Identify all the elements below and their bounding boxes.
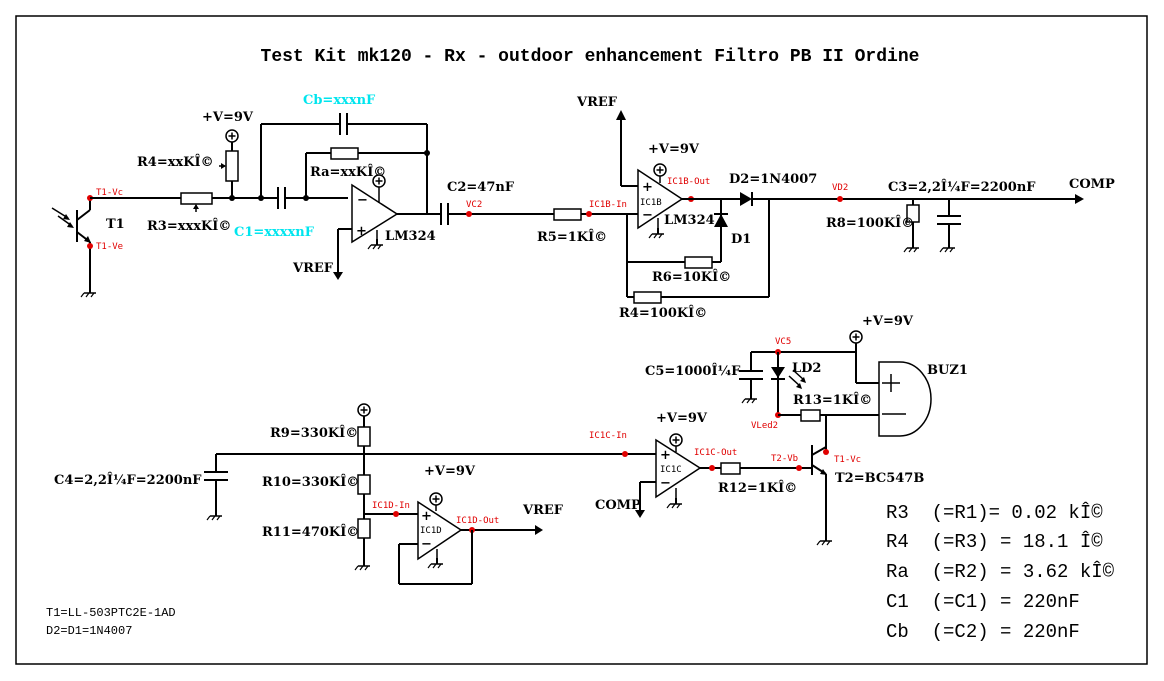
r12-label: R12=1KÎ© xyxy=(718,480,797,496)
net-ic1b-out: IC1B-Out xyxy=(667,177,710,187)
r5-resistor xyxy=(553,208,582,221)
r9-label: R9=330KÎ© xyxy=(270,425,358,441)
c1-label: C1=xxxxnF xyxy=(234,225,315,240)
net-t1-ve: T1-Ve xyxy=(96,242,123,252)
net-ic1b-in: IC1B-In xyxy=(589,200,627,210)
net-vc5: VC5 xyxy=(775,337,791,347)
vcc-label-3: +V=9V xyxy=(862,314,914,329)
t2-label: T2=BC547B xyxy=(835,471,924,486)
c2-label: C2=47nF xyxy=(447,180,515,195)
schematic-title: Test Kit mk120 - Rx - outdoor enhancemen… xyxy=(261,47,920,67)
ic1c-opamp xyxy=(655,438,702,499)
ic1d-name: IC1D xyxy=(420,526,442,536)
r13-resistor xyxy=(800,409,821,422)
r3-potentiometer xyxy=(180,192,213,205)
net-ic1d-out: IC1D-Out xyxy=(456,516,499,526)
r3-label: R3=xxxKÎ© xyxy=(147,218,231,234)
vref-output-label: VREF xyxy=(522,503,564,518)
r8-label: R8=100KÎ© xyxy=(826,215,914,231)
ld2-led xyxy=(771,367,785,378)
ic1a-part-label: LM324 xyxy=(385,229,436,244)
ic1b-part-label: LM324 xyxy=(664,213,715,228)
note-diode-part: D2=D1=1N4007 xyxy=(46,624,132,638)
comp-output-label: COMP xyxy=(1069,177,1115,192)
svg-text:+: + xyxy=(421,509,432,524)
r5-label: R5=1KÎ© xyxy=(537,229,607,245)
r12-resistor xyxy=(720,462,741,475)
t1-label: T1 xyxy=(106,217,125,232)
ic1b-name: IC1B xyxy=(640,198,662,208)
svg-text:−: − xyxy=(642,208,653,223)
svg-text:+: + xyxy=(356,224,367,239)
r4-feedback-label: R4=100KÎ© xyxy=(619,305,707,321)
vref-label-1: VREF xyxy=(292,261,334,276)
c4-label: C4=2,2Î¼F=2200nF xyxy=(54,472,202,488)
vref-label-2: VREF xyxy=(576,95,618,110)
d1-diode xyxy=(714,214,728,227)
ld2-label: LD2 xyxy=(792,361,821,376)
result-cb: Cb (=C2) = 220nF xyxy=(886,621,1080,643)
c3-label: C3=2,2Î¼F=2200nF xyxy=(888,179,1036,195)
net-ic1c-in: IC1C-In xyxy=(589,431,627,441)
svg-text:−: − xyxy=(421,537,432,552)
svg-text:−: − xyxy=(357,193,368,208)
r4-potentiometer xyxy=(225,150,239,182)
ic1a-opamp xyxy=(351,183,399,244)
svg-text:−: − xyxy=(660,476,671,491)
r6-resistor xyxy=(684,256,713,269)
ra-resistor xyxy=(330,147,359,160)
c5-label: C5=1000Î¼F xyxy=(645,363,741,379)
svg-text:+: + xyxy=(660,448,671,463)
r9-resistor xyxy=(357,426,371,447)
net-vd2: VD2 xyxy=(832,183,848,193)
vcc-label-5: +V=9V xyxy=(424,464,476,479)
note-t1-part: T1=LL-503PTC2E-1AD xyxy=(46,606,176,620)
vcc-label-4: +V=9V xyxy=(656,411,708,426)
r11-label: R11=470KÎ© xyxy=(262,524,359,540)
d2-diode xyxy=(740,192,752,206)
net-ic1c-out: IC1C-Out xyxy=(694,448,737,458)
r11-resistor xyxy=(357,518,371,539)
ic1b-opamp xyxy=(637,168,684,230)
net-vc2: VC2 xyxy=(466,200,482,210)
r10-resistor xyxy=(357,474,371,495)
ra-label: Ra=xxKÎ© xyxy=(310,164,386,180)
r10-label: R10=330KÎ© xyxy=(262,474,359,490)
phototransistor-t1 xyxy=(51,198,97,298)
drawing-frame xyxy=(15,15,1148,665)
svg-text:+: + xyxy=(642,180,653,195)
result-ra: Ra (=R2) = 3.62 kÎ© xyxy=(886,561,1115,583)
vcc-label-2: +V=9V xyxy=(648,142,700,157)
d1-label: D1 xyxy=(731,232,751,247)
r4-pot-label: R4=xxKÎ© xyxy=(137,154,214,170)
net-t2-vc: T1-Vc xyxy=(834,455,861,465)
result-r4: R4 (=R3) = 18.1 Î© xyxy=(886,531,1103,553)
vcc-label-1: +V=9V xyxy=(202,110,254,125)
d2-label: D2=1N4007 xyxy=(729,172,817,187)
cb-label: Cb=xxxnF xyxy=(303,93,376,108)
r4-feedback-resistor xyxy=(633,291,662,304)
net-t2-vb: T2-Vb xyxy=(771,454,798,464)
r6-label: R6=10KÎ© xyxy=(652,269,731,285)
ic1d-opamp xyxy=(417,500,463,561)
ic1c-name: IC1C xyxy=(660,465,682,475)
net-vled2: VLed2 xyxy=(751,421,778,431)
result-c1: C1 (=C1) = 220nF xyxy=(886,591,1080,613)
r13-label: R13=1KÎ© xyxy=(793,392,872,408)
buz1-label: BUZ1 xyxy=(927,363,968,378)
result-r3: R3 (=R1)= 0.02 kÎ© xyxy=(886,502,1103,524)
buz1-buzzer xyxy=(878,361,932,437)
comp-input-label: COMP xyxy=(595,498,641,513)
net-ic1d-in: IC1D-In xyxy=(372,501,410,511)
net-t1-vc: T1-Vc xyxy=(96,188,123,198)
